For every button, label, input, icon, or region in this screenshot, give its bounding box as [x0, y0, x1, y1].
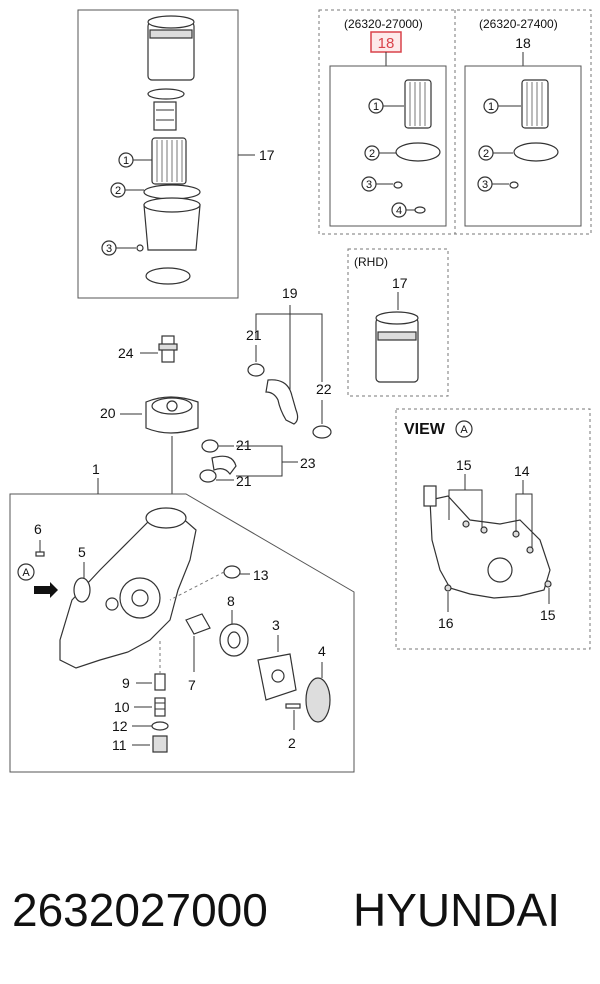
variant-left-circled-1: 1 — [373, 101, 379, 113]
callout-10: 10 — [114, 699, 130, 715]
callout-21-mid: 21 — [236, 437, 252, 453]
rhd-dashed-frame — [347, 248, 449, 397]
callout-17-rhd: 17 — [392, 275, 408, 291]
view-circled-a: A — [460, 424, 468, 436]
oil-filter-assembly: 17 1 2 3 — [77, 9, 275, 299]
variant-left-circled-3: 3 — [366, 179, 372, 191]
callout-16: 16 — [438, 615, 454, 631]
callout-8: 8 — [227, 593, 235, 609]
callout-20: 20 — [100, 405, 116, 421]
variant-left-circled-4: 4 — [396, 205, 402, 217]
arrow-circled-a: A — [22, 567, 30, 579]
callout-15-bottom: 15 — [540, 607, 556, 623]
callout-17: 17 — [259, 147, 275, 163]
variant-right-circled-1: 1 — [488, 101, 494, 113]
rhd-filter: (RHD) 17 — [347, 248, 449, 397]
callout-23: 23 — [300, 455, 316, 471]
callout-18: 18 — [515, 35, 531, 51]
variants-dashed-frame — [318, 9, 592, 235]
callout-3: 3 — [272, 617, 280, 633]
variant-left-circled-2: 2 — [369, 148, 375, 160]
callout-22: 22 — [316, 381, 332, 397]
callout-5: 5 — [78, 544, 86, 560]
view-label: VIEW — [404, 421, 446, 438]
callout-7: 7 — [188, 677, 196, 693]
variant-right-code: (26320-27400) — [479, 17, 558, 31]
callout-13: 13 — [253, 567, 269, 583]
callout-21-low: 21 — [236, 473, 252, 489]
callout-1: 1 — [92, 461, 100, 477]
view-direction-arrow-icon — [34, 582, 58, 598]
callout-21-top: 21 — [246, 327, 262, 343]
footer: 2632027000 HYUNDAI — [0, 870, 600, 950]
callout-12: 12 — [112, 718, 128, 734]
variant-right-circled-2: 2 — [483, 148, 489, 160]
view-a-detail: VIEW A 15 14 16 15 — [395, 408, 591, 650]
view-a-dashed-frame — [395, 408, 591, 650]
callout-14: 14 — [514, 463, 530, 479]
oil-cooler-hoses: 19 21 22 24 20 21 23 21 — [100, 285, 332, 494]
circled-2: 2 — [115, 185, 121, 197]
callout-4: 4 — [318, 643, 326, 659]
filter-variants: (26320-27000) (26320-27400) 18 18 1 2 3 … — [318, 9, 592, 235]
callout-11: 11 — [112, 737, 127, 753]
oil-pump-assembly: 1 6 5 A 13 8 7 3 — [9, 461, 355, 773]
circled-1: 1 — [123, 155, 129, 167]
callout-18-highlighted: 18 — [378, 35, 395, 52]
callout-24: 24 — [118, 345, 134, 361]
callout-15-top: 15 — [456, 457, 472, 473]
variant-right-circled-3: 3 — [482, 179, 488, 191]
rhd-label: (RHD) — [354, 255, 388, 269]
callout-2: 2 — [288, 735, 296, 751]
parts-diagram: 17 1 2 3 (26320-27000) (26320-27400) 18 … — [9, 9, 592, 773]
callout-19: 19 — [282, 285, 298, 301]
circled-3: 3 — [106, 243, 112, 255]
oil-pump-box — [9, 493, 355, 773]
variant-left-code: (26320-27000) — [344, 17, 423, 31]
brand-name: HYUNDAI — [353, 884, 561, 936]
filter-assembly-box — [77, 9, 239, 299]
part-number: 2632027000 — [12, 884, 268, 936]
callout-9: 9 — [122, 675, 130, 691]
callout-6: 6 — [34, 521, 42, 537]
